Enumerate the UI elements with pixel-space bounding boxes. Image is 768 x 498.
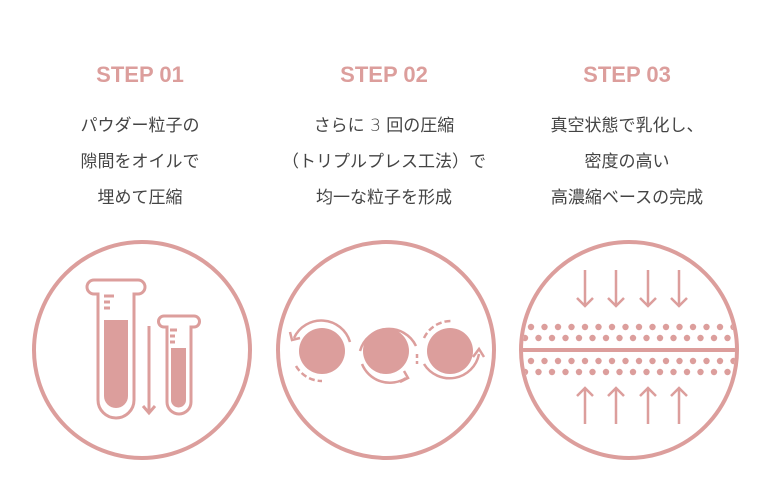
particle-dot: [616, 334, 623, 342]
particle-dot: [703, 357, 710, 365]
step-description: パウダー粒子の 隙間をオイルで 埋めて圧縮: [18, 108, 262, 216]
particle-dot: [595, 357, 602, 365]
desc-line: 高濃縮ベースの完成: [550, 188, 704, 208]
particle-dot: [548, 368, 556, 376]
particle-dot: [683, 368, 691, 376]
particle-dot: [575, 368, 583, 376]
particle-dot: [548, 334, 556, 342]
desc-line: （トリプルプレス工法）で: [282, 152, 486, 172]
step-title: STEP 01: [96, 62, 184, 87]
particle-dot: [703, 323, 710, 331]
particle-dot: [683, 334, 691, 342]
step-title: STEP 02: [340, 62, 428, 87]
particle-dot: [562, 334, 569, 342]
particle-dot: [541, 357, 548, 365]
particle-dot: [608, 357, 616, 365]
particle-dot: [662, 323, 670, 331]
particle-dot: [554, 357, 562, 365]
particle-dot: [710, 368, 718, 376]
particle-dot: [676, 323, 683, 331]
particle-dot: [662, 357, 670, 365]
particle-dot: [554, 323, 562, 331]
particle-dot: [716, 357, 724, 365]
particle-dot: [602, 368, 610, 376]
particle-dot: [616, 368, 623, 376]
particle-dot: [575, 334, 583, 342]
particle-dot: [635, 323, 643, 331]
particle-dot: [670, 368, 677, 376]
desc-line: 真空状態で乳化し、: [550, 116, 704, 136]
particle-dot: [724, 334, 731, 342]
particle-dot: [568, 323, 575, 331]
particle-dot: [568, 357, 575, 365]
desc-line: 埋めて圧縮: [97, 188, 183, 208]
particle-dot: [697, 334, 704, 342]
desc-line: さらに 3 回の圧縮: [313, 116, 455, 136]
step-description: 真空状態で乳化し、 密度の高い 高濃縮ベースの完成: [505, 108, 749, 216]
particle-dot: [562, 368, 569, 376]
particle-dot: [689, 357, 697, 365]
particle-dot: [527, 323, 535, 331]
particle-dot: [595, 323, 602, 331]
particle-dot: [622, 357, 629, 365]
particle-dot: [635, 357, 643, 365]
particle-dot: [730, 357, 735, 365]
particle-dot: [724, 368, 731, 376]
compression-icon: [519, 240, 739, 460]
rotating-particles-icon: [276, 240, 496, 460]
particle-dot: [629, 368, 637, 376]
particle-dot: [710, 334, 718, 342]
particle-dot: [697, 368, 704, 376]
particle-dot: [535, 334, 542, 342]
particle-dot: [676, 357, 683, 365]
particle-dot: [535, 368, 542, 376]
particle-dot: [689, 323, 697, 331]
step-description: さらに 3 回の圧縮 （トリプルプレス工法）で 均一な粒子を形成: [262, 108, 506, 216]
particle-dot: [643, 334, 650, 342]
particle-dot: [643, 368, 650, 376]
particle-dot: [716, 323, 724, 331]
particle-dot: [581, 323, 589, 331]
desc-line: 密度の高い: [584, 152, 670, 172]
particle-dot: [589, 334, 596, 342]
particle-dot: [656, 368, 664, 376]
desc-line: 隙間をオイルで: [80, 152, 200, 172]
particle-dot: [541, 323, 548, 331]
particle-dot: [622, 323, 629, 331]
particle-dot: [649, 323, 656, 331]
step-title: STEP 03: [583, 62, 671, 87]
desc-line: パウダー粒子の: [80, 116, 200, 136]
particle-dot: [649, 357, 656, 365]
particle-dot: [581, 357, 589, 365]
test-tubes-icon: [32, 240, 252, 460]
particle-dot: [670, 334, 677, 342]
particle-dot: [589, 368, 596, 376]
particle-dot: [602, 334, 610, 342]
particle-dot: [608, 323, 616, 331]
particle-dot: [527, 357, 535, 365]
desc-line: 均一な粒子を形成: [316, 188, 452, 208]
particle-dot: [629, 334, 637, 342]
particle-dot: [656, 334, 664, 342]
